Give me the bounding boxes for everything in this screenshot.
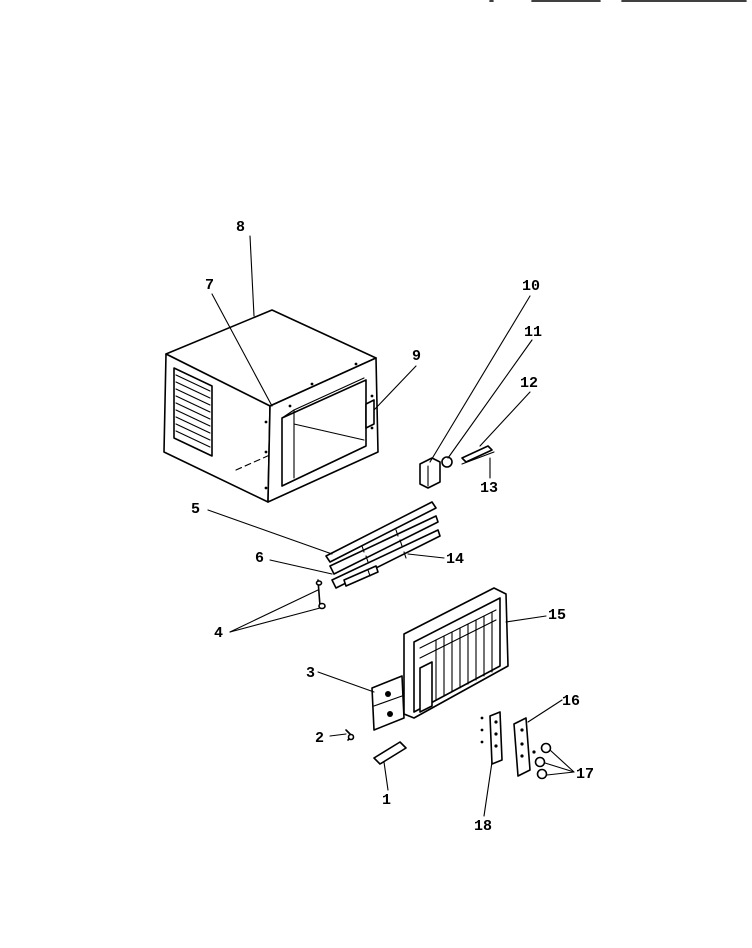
knobs-part-17	[532, 742, 552, 780]
rails-part-5-6-14	[325, 501, 441, 589]
panel-part-18	[480, 711, 503, 765]
callout-16: 16	[562, 693, 580, 710]
callout-8: 8	[236, 219, 245, 236]
callout-10: 10	[522, 278, 540, 295]
cabinet-side-louver	[173, 367, 213, 457]
panel-part-16	[513, 717, 531, 777]
callout-labels: 8 7 9 10 11 12 13 5 6 14 4 15 3 16 2 17 …	[191, 219, 594, 835]
callout-7: 7	[205, 277, 214, 294]
callout-11: 11	[524, 324, 542, 341]
callout-9: 9	[412, 348, 421, 365]
clip-part-4	[315, 579, 326, 610]
control-plate-part-3	[371, 675, 405, 731]
front-grille-part-15	[403, 587, 509, 719]
callout-2: 2	[315, 730, 324, 747]
callout-14: 14	[446, 551, 464, 568]
handle-part-1	[373, 741, 407, 765]
callout-6: 6	[255, 550, 264, 567]
callout-12: 12	[520, 375, 538, 392]
rail-part-12-13	[461, 445, 495, 465]
bracket-part-10-11	[419, 456, 453, 489]
callout-1: 1	[382, 792, 391, 809]
callout-13: 13	[480, 480, 498, 497]
callout-18: 18	[474, 818, 492, 835]
callout-4: 4	[214, 625, 223, 642]
callout-3: 3	[306, 665, 315, 682]
callout-17: 17	[576, 766, 594, 783]
callout-15: 15	[548, 607, 566, 624]
knob-part-2	[345, 729, 355, 741]
callout-5: 5	[191, 501, 200, 518]
leader-lines	[207, 235, 575, 817]
cabinet-part-8	[163, 309, 379, 503]
